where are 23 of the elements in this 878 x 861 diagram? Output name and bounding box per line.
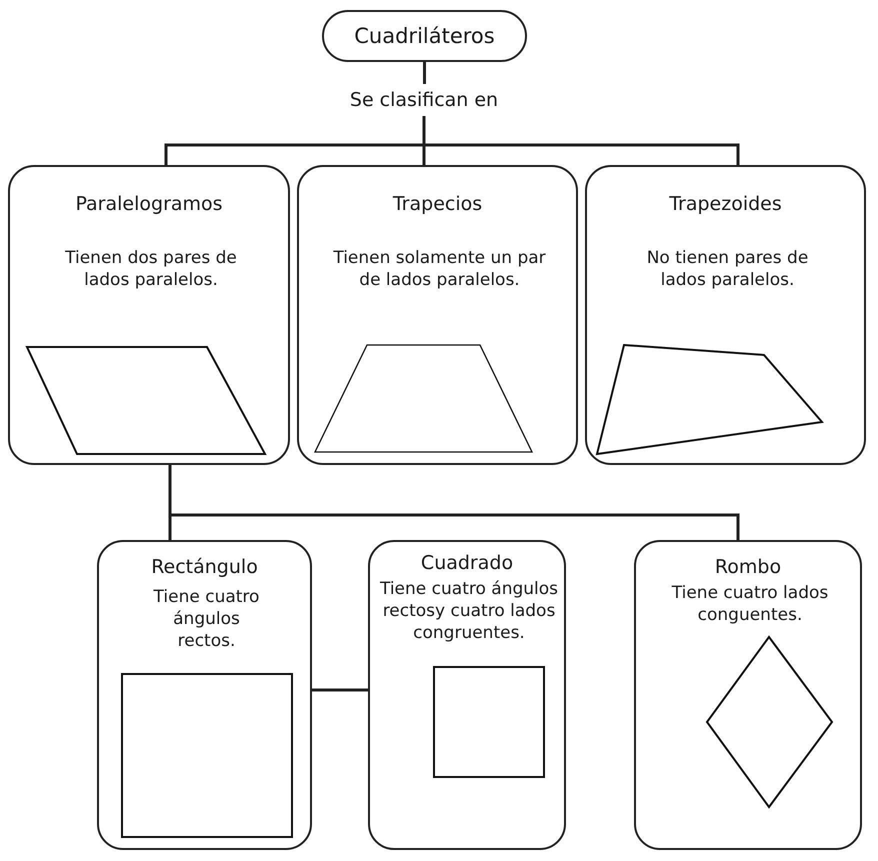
connector-line	[423, 62, 426, 84]
card-description: Tienen solamente un par de lados paralelos.	[332, 247, 547, 292]
category-card	[8, 165, 290, 465]
connector-line	[312, 688, 368, 692]
card-description: Tienen dos pares de lados paralelos.	[64, 247, 238, 292]
card-description: Tiene cuatro lados conguentes.	[670, 582, 830, 626]
category-card	[585, 165, 866, 465]
connector-text: Se clasifican en	[314, 84, 534, 116]
card-description: No tienen pares de lados paralelos.	[646, 247, 810, 292]
card-heading: Rectángulo	[150, 556, 259, 578]
category-card	[368, 540, 566, 850]
title-pill: Cuadriláteros	[322, 10, 527, 62]
card-heading: Trapezoides	[668, 193, 783, 215]
card-description: Tiene cuatro ángulos rectosy cuatro lados congruentes.	[378, 578, 560, 644]
category-card	[297, 165, 578, 465]
category-card	[97, 540, 312, 850]
card-heading: Rombo	[714, 556, 782, 578]
card-description: Tiene cuatro ángulos rectos.	[152, 586, 260, 652]
category-card	[634, 540, 862, 850]
card-heading: Paralelogramos	[74, 193, 224, 215]
connector-line	[422, 116, 740, 165]
card-heading: Cuadrado	[420, 552, 514, 574]
card-heading: Trapecios	[392, 193, 484, 215]
